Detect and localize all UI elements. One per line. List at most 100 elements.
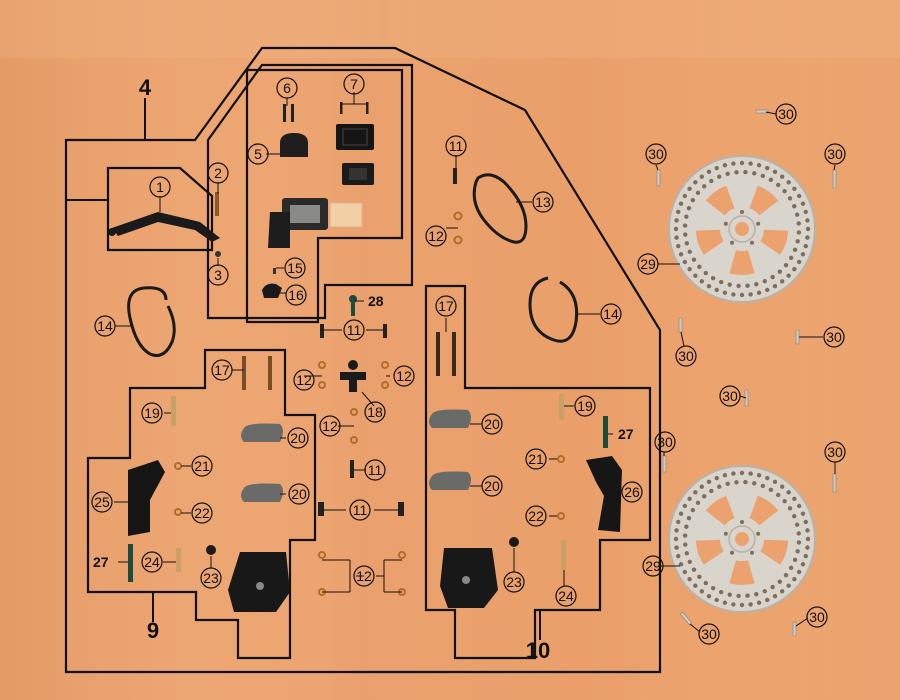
washer-21-right — [557, 455, 565, 463]
callout-5: 5 — [247, 143, 269, 165]
callout-number: 20 — [484, 416, 500, 432]
callout-number: 17 — [214, 362, 230, 378]
boot — [262, 283, 282, 298]
callout-circle — [645, 143, 667, 165]
bolt-19-right — [559, 394, 564, 420]
group-label-9: 9 — [147, 618, 159, 643]
callout-number: 14 — [603, 306, 619, 322]
callout-15: 15 — [284, 257, 306, 279]
callout-30: 30 — [645, 143, 667, 165]
callout-number: 12 — [356, 568, 372, 584]
callout-26: 26 — [621, 481, 643, 503]
callout-circle — [343, 319, 365, 341]
callout-circle — [364, 401, 386, 423]
callout-24: 24 — [555, 585, 577, 607]
callout-number: 23 — [203, 570, 219, 586]
callout-circle — [806, 606, 828, 628]
callout-circle — [285, 284, 307, 306]
callout-1: 1 — [149, 176, 171, 198]
callout-30: 30 — [698, 623, 720, 645]
callout-30: 30 — [675, 345, 697, 367]
callout-number: 20 — [290, 430, 306, 446]
bracket-25 — [128, 460, 165, 536]
label-28: 28 — [368, 293, 384, 309]
callout-16: 16 — [285, 284, 307, 306]
callout-number: 6 — [283, 80, 291, 96]
callout-21: 21 — [525, 448, 547, 470]
reservoir-cap — [336, 124, 374, 150]
callout-circle — [393, 365, 415, 387]
callout-circle — [574, 395, 596, 417]
callout-number: 12 — [396, 368, 412, 384]
callout-circle — [654, 431, 676, 453]
callout-number: 20 — [484, 478, 500, 494]
callout-circle — [425, 225, 447, 247]
callout-29: 29 — [637, 253, 659, 275]
label-27-right: 27 — [618, 426, 634, 442]
callout-29: 29 — [642, 555, 664, 577]
callout-6: 6 — [276, 77, 298, 99]
callout-number: 26 — [624, 484, 640, 500]
callout-circle — [481, 475, 503, 497]
callout-circle — [642, 555, 664, 577]
pad-20-right-a — [429, 409, 471, 428]
washer-12-top — [453, 211, 463, 221]
pad-20-right-b — [429, 471, 471, 490]
callout-number: 12 — [428, 228, 444, 244]
pivot-bolt — [215, 192, 219, 216]
callout-number: 5 — [254, 146, 262, 162]
callout-24: 24 — [141, 551, 163, 573]
callout-circle — [191, 502, 213, 524]
hose-14-left — [127, 286, 176, 357]
callout-circle — [435, 295, 457, 317]
bolt-11b — [350, 460, 354, 478]
group-label-10: 10 — [526, 638, 550, 663]
lever-nut — [215, 251, 221, 257]
callout-30: 30 — [824, 143, 846, 165]
callout-23: 23 — [200, 567, 222, 589]
callout-30: 30 — [654, 431, 676, 453]
callout-number: 11 — [449, 138, 464, 154]
callout-number: 22 — [194, 505, 210, 521]
callout-23: 23 — [503, 571, 525, 593]
group-label-4: 4 — [139, 75, 152, 100]
callout-number: 19 — [577, 398, 593, 414]
callout-17: 17 — [211, 359, 233, 381]
callout-20: 20 — [287, 427, 309, 449]
callout-circle — [200, 567, 222, 589]
callout-22: 22 — [191, 502, 213, 524]
callout-25: 25 — [91, 491, 113, 513]
callout-2: 2 — [207, 162, 229, 184]
callout-12: 12 — [425, 225, 447, 247]
callout-11: 11 — [343, 319, 365, 341]
callout-number: 30 — [827, 146, 843, 162]
callout-circle — [207, 264, 229, 286]
callout-circle — [481, 413, 503, 435]
label-27-left: 27 — [93, 554, 109, 570]
callout-number: 30 — [778, 106, 794, 122]
pad-20-left-b — [241, 483, 283, 502]
callout-12: 12 — [393, 365, 415, 387]
callout-number: 12 — [322, 418, 338, 434]
callout-number: 30 — [648, 146, 664, 162]
callout-circle — [91, 491, 113, 513]
group-10-outline — [424, 284, 652, 660]
bolt-24-left — [176, 548, 181, 572]
callout-number: 13 — [535, 194, 551, 210]
callout-3: 3 — [207, 264, 229, 286]
callout-circle — [349, 499, 371, 521]
callout-circle — [775, 103, 797, 125]
disc-bolt-30 — [755, 109, 769, 114]
callout-circle — [824, 441, 846, 463]
callout-number: 18 — [367, 404, 383, 420]
callout-number: 21 — [528, 451, 544, 467]
bolt-27-right — [603, 416, 608, 448]
callout-circle — [287, 427, 309, 449]
callout-12: 12 — [293, 369, 315, 391]
callout-20: 20 — [288, 483, 310, 505]
callout-circle — [141, 402, 163, 424]
callout-11: 11 — [364, 459, 386, 481]
callout-number: 25 — [94, 494, 110, 510]
callout-19: 19 — [574, 395, 596, 417]
